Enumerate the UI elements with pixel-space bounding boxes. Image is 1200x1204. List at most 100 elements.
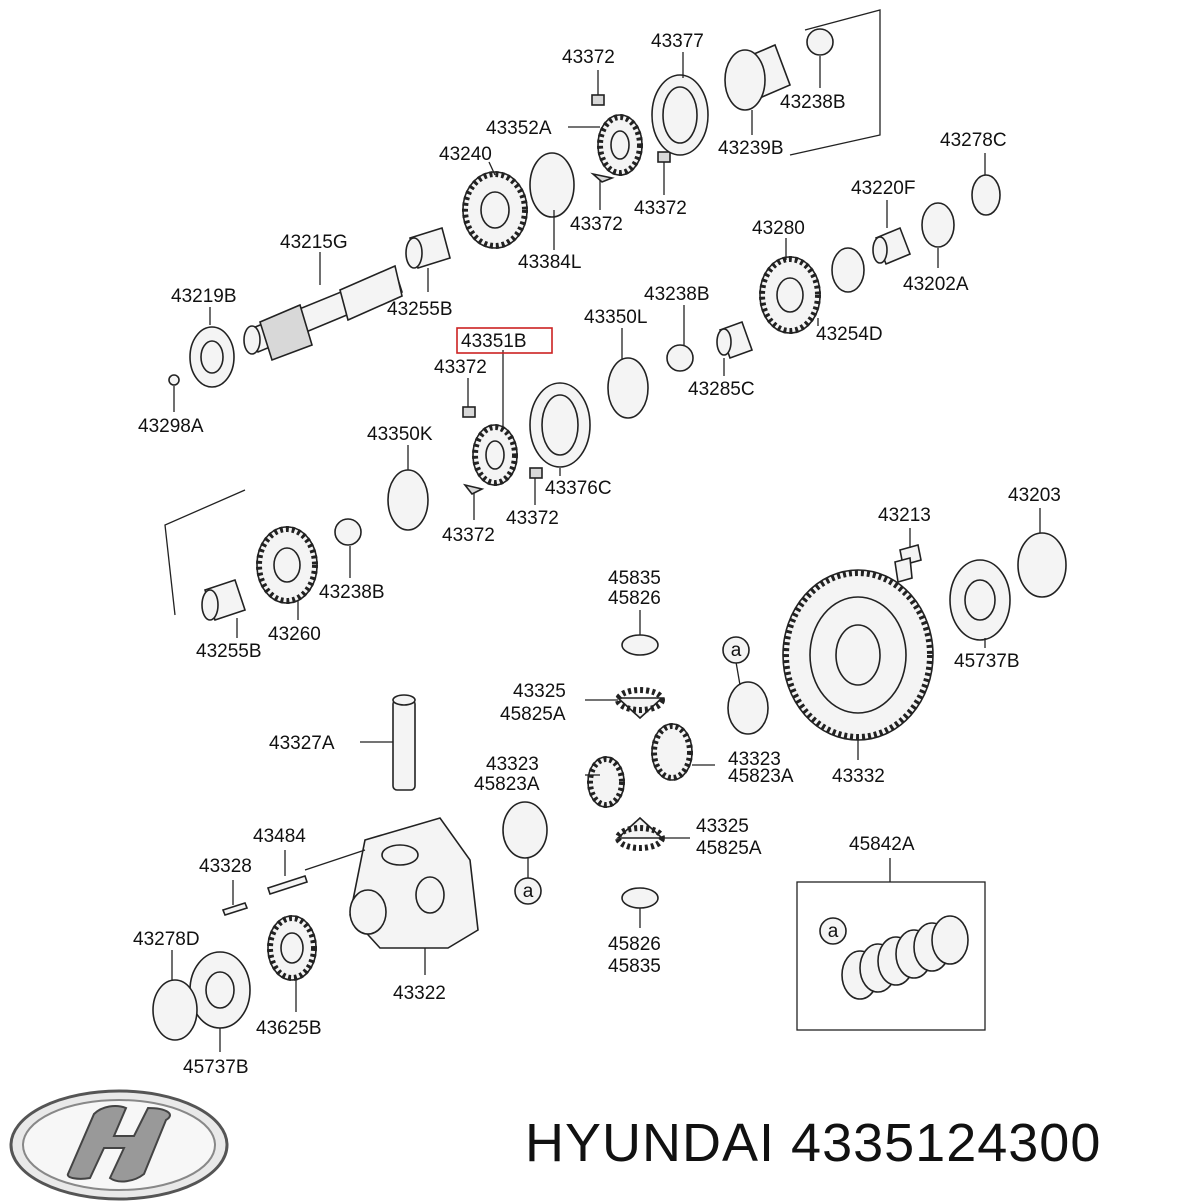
label-43213: 43213 [878,505,931,526]
input-shaft [243,264,403,362]
label-43238B: 43238B [780,92,846,113]
label-43220F: 43220F [851,178,915,199]
sleeve-43377 [651,74,709,156]
label-43328: 43328 [199,856,252,877]
synchro-ring-43350K [387,469,429,531]
label-43238B: 43238B [644,284,710,305]
label-43278C: 43278C [940,130,1007,151]
needle-bearing-43255B-low [201,578,247,622]
pinion-43325-lower [615,816,665,851]
label-45842A: 45842A [849,834,915,855]
label-43351B: 43351B [461,331,527,352]
label-43215G: 43215G [280,232,348,253]
label-43238B: 43238B [319,582,385,603]
label-43285C: 43285C [688,379,755,400]
pin-43484 [266,874,309,896]
label-43219B: 43219B [171,286,237,307]
pinion-43325-upper [615,687,665,720]
label-43372: 43372 [570,214,623,235]
label-43325: 43325 [696,816,749,837]
label-43372: 43372 [562,47,615,68]
label-43350L: 43350L [584,307,647,328]
side-gear-43323-right [651,723,693,781]
highlight-box [456,327,553,354]
needle-bearing-43255B-top [405,226,451,270]
label-45835: 45835 [608,568,661,589]
callout-a-box-letter: a [828,921,839,942]
callout-a-lower: a [514,877,542,905]
label-43255B: 43255B [196,641,262,662]
label-43203: 43203 [1008,485,1061,506]
label-43372: 43372 [634,198,687,219]
ring-43202A [921,202,955,248]
label-43298A: 43298A [138,416,204,437]
label-43484: 43484 [253,826,306,847]
differential-case-43322 [349,817,479,949]
bolt-43213 [894,543,922,584]
speedo-gear-43625B [267,915,317,981]
label-45823A: 45823A [474,774,540,795]
label-43372: 43372 [506,508,559,529]
label-43327A: 43327A [269,733,335,754]
pinion-shaft-43327A [392,694,416,791]
side-gear-43323-left [587,756,625,808]
label-43377: 43377 [651,31,704,52]
snap-ring-43238B-low [334,518,362,546]
label-43278D: 43278D [133,929,200,950]
needle-bearing-43220F [872,226,912,266]
label-43322: 43322 [393,983,446,1004]
label-43260: 43260 [268,624,321,645]
bearing-43219B [189,326,235,388]
bearing-45737B-left [189,951,251,1029]
ring-gear-43332 [782,569,934,741]
label-43254D: 43254D [816,324,883,345]
label-43332: 43332 [832,766,885,787]
key-43372-c1 [462,406,476,418]
leader-lines [171,52,1041,1052]
pin-43328 [221,902,249,916]
needle-bearing-43285C [716,320,754,360]
snap-ring-43238B-mid [666,344,694,372]
callout-a-upper: a [722,636,750,664]
label-45826: 45826 [608,934,661,955]
key-43372-mid [657,151,671,163]
gear-43260 [256,526,318,604]
part-labels: 43372 43377 43352A 43238B 43240 43239B 4… [133,31,1061,1078]
shim-kit-45842A [841,915,969,1000]
frame-line-top [789,9,881,156]
circlip-43298A [168,374,180,386]
sleeve-43376C [529,382,591,468]
label-43350K: 43350K [367,424,433,445]
brand-part-number: HYUNDAI 4335124300 [525,1112,1101,1174]
label-43325: 43325 [513,681,566,702]
hyundai-logo [9,1089,229,1201]
label-45737B: 45737B [954,651,1020,672]
ring-43254D [831,247,865,293]
label-43255B: 43255B [387,299,453,320]
shim-43278D [152,979,198,1041]
brand-name: HYUNDAI [525,1113,776,1173]
bearing-45737B-right [949,559,1011,641]
label-43323: 43323 [486,754,539,775]
callout-a-box: a [819,917,847,945]
callout-a-lower-letter: a [523,881,534,902]
gear-43280 [759,256,821,334]
washer-45835-lower [621,887,659,909]
label-43376C: 43376C [545,478,612,499]
label-43202A: 43202A [903,274,969,295]
label-45823A: 45823A [728,766,794,787]
snap-ring-43238B-top [806,28,834,56]
label-45835: 45835 [608,956,661,977]
snap-ring-43278C [971,174,1001,216]
spring-43372-c2 [462,483,485,496]
washer-45835-upper [621,634,659,656]
label-45826: 45826 [608,588,661,609]
label-43625B: 43625B [256,1018,322,1039]
shim-43203 [1017,532,1067,598]
label-43384L: 43384L [518,252,581,273]
label-45825A: 45825A [500,704,566,725]
thrust-washer-upper [727,681,769,735]
synchro-ring-43384L [529,152,575,218]
label-43372: 43372 [442,525,495,546]
